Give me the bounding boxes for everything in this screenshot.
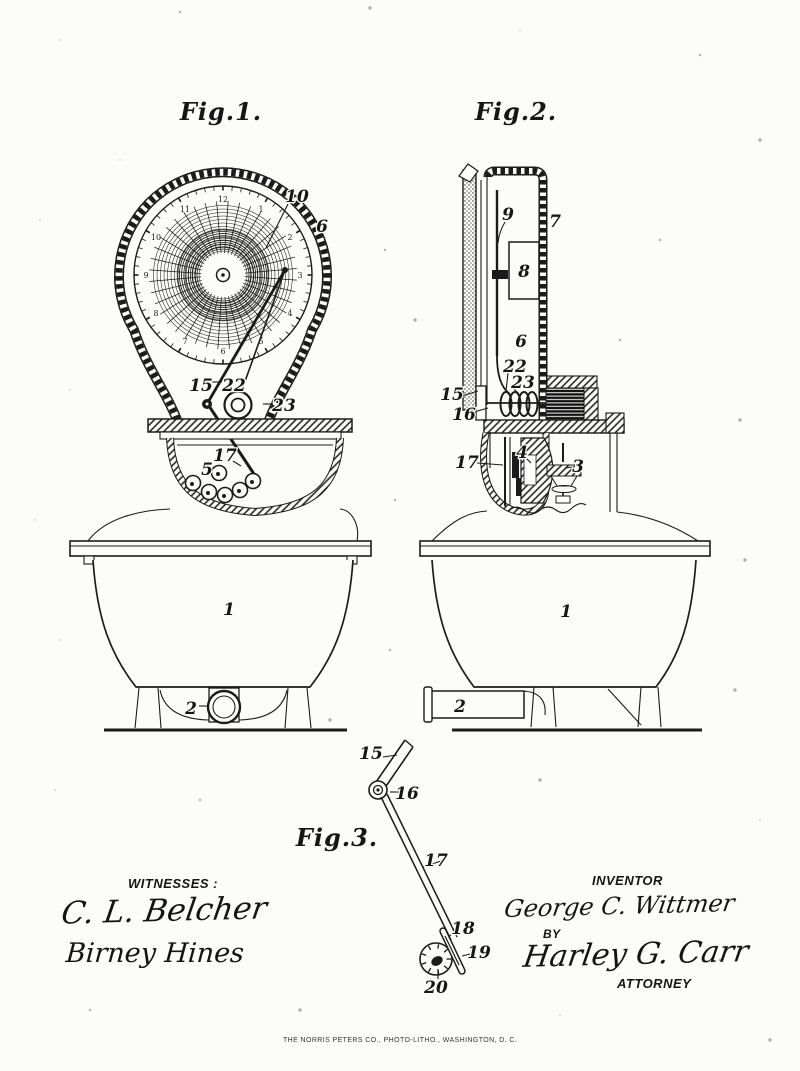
lever-rod-17 bbox=[207, 405, 258, 478]
part-label-20: 20 bbox=[423, 978, 448, 998]
adjusting-disc-20 bbox=[419, 942, 453, 976]
part-label-1: 1 bbox=[560, 602, 572, 622]
witness-signature-2: Birney Hines bbox=[64, 938, 246, 969]
svg-text:8: 8 bbox=[153, 309, 158, 318]
svg-text:12: 12 bbox=[218, 195, 228, 204]
by-label: BY bbox=[543, 927, 561, 941]
svg-text:9: 9 bbox=[143, 271, 148, 280]
valve-3 bbox=[546, 443, 582, 504]
part-label-17: 17 bbox=[213, 446, 237, 466]
fig1-label: Fig.1. bbox=[179, 97, 262, 126]
part-label-6: 6 bbox=[316, 217, 328, 237]
figure-2-part-labels: 9 7 8 6 22 23 15 16 17 4 3 1 2 bbox=[439, 204, 585, 719]
inventor-heading: INVENTOR bbox=[592, 873, 663, 888]
part-label-18: 18 bbox=[451, 919, 475, 939]
eggs-in-bowl bbox=[184, 464, 262, 504]
coil-spring-23 bbox=[499, 391, 539, 417]
svg-text:7: 7 bbox=[182, 337, 187, 346]
fig2-label: Fig.2. bbox=[474, 97, 557, 126]
part-label-8: 8 bbox=[517, 262, 530, 282]
attorney-label: ATTORNEY bbox=[617, 976, 692, 991]
part-label-15: 15 bbox=[359, 744, 383, 764]
part-label-4: 4 bbox=[516, 443, 528, 463]
part-label-16: 16 bbox=[395, 784, 419, 804]
paper-speckles bbox=[34, 6, 772, 1042]
part-label-10: 10 bbox=[285, 187, 309, 207]
part-label-22: 22 bbox=[502, 357, 527, 377]
part-label-7: 7 bbox=[549, 212, 561, 232]
drain-pipe-2 bbox=[430, 690, 525, 719]
svg-text:1: 1 bbox=[258, 205, 263, 214]
witness-signature-1: C. L. Belcher bbox=[58, 890, 270, 932]
kettle-lid-fig2 bbox=[483, 419, 625, 434]
figure-1-part-labels: 10 6 15 22 23 17 5 1 2 bbox=[183, 186, 330, 721]
part-label-3: 3 bbox=[572, 457, 584, 477]
part-label-15: 15 bbox=[189, 376, 213, 396]
witnesses-heading: WITNESSES : bbox=[128, 876, 219, 891]
part-label-15: 15 bbox=[440, 385, 464, 405]
part-label-9: 9 bbox=[502, 205, 514, 225]
magnet-block bbox=[545, 387, 585, 421]
part-label-6: 6 bbox=[515, 332, 527, 352]
part-label-23: 23 bbox=[510, 373, 535, 393]
part-label-16: 16 bbox=[452, 405, 476, 425]
part-label-22: 22 bbox=[221, 376, 246, 396]
printer-imprint: THE NORRIS PETERS CO., PHOTO-LITHO., WAS… bbox=[283, 1037, 518, 1044]
dial-numbers: 1 2 3 4 5 6 7 8 9 10 11 12 bbox=[143, 195, 302, 356]
figure-3-drawing: Fig.3. 15 16 17 18 19 2 bbox=[295, 739, 492, 1000]
part-label-17: 17 bbox=[455, 453, 479, 473]
part-label-5: 5 bbox=[201, 460, 213, 480]
svg-text:2: 2 bbox=[287, 233, 292, 242]
svg-text:10: 10 bbox=[151, 233, 161, 242]
lever-arm-17 bbox=[380, 796, 452, 941]
dial-tick-ring bbox=[134, 186, 312, 364]
figure-1-drawing: 1 2 3 4 5 6 7 8 9 10 11 12 bbox=[69, 172, 372, 732]
svg-text:3: 3 bbox=[297, 271, 302, 280]
svg-text:5: 5 bbox=[258, 337, 263, 346]
dial-spiral-web bbox=[149, 201, 297, 349]
figure-2-drawing: 9 7 8 6 22 23 15 16 17 4 3 1 2 bbox=[419, 163, 711, 732]
part-label-2: 2 bbox=[184, 699, 197, 719]
fig3-label: Fig.3. bbox=[295, 823, 378, 852]
part-label-2: 2 bbox=[453, 697, 466, 717]
svg-text:4: 4 bbox=[287, 309, 292, 318]
svg-text:6: 6 bbox=[220, 347, 225, 356]
part-label-23: 23 bbox=[271, 396, 296, 416]
part-label-17: 17 bbox=[424, 851, 448, 871]
part-label-1: 1 bbox=[223, 600, 235, 620]
part-label-19: 19 bbox=[467, 943, 491, 963]
water-line bbox=[507, 502, 587, 514]
weight-box-8 bbox=[508, 241, 540, 300]
pot-fig2 bbox=[419, 540, 711, 732]
svg-text:11: 11 bbox=[180, 205, 190, 214]
mounting-plate bbox=[147, 418, 353, 433]
attorney-signature: Harley G. Carr bbox=[520, 934, 751, 975]
dial-door-panel bbox=[462, 169, 477, 411]
figure-3-part-labels: 15 16 17 18 19 20 bbox=[358, 743, 492, 1000]
pot-fig1 bbox=[69, 540, 372, 732]
inventor-signature: George C. Wittmer bbox=[502, 889, 737, 923]
